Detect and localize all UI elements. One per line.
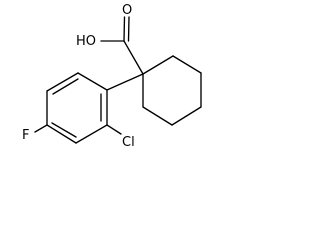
substituents: Cl F <box>22 124 135 150</box>
bond-benzene-2 <box>46 72 79 92</box>
bond-aryl-fluorine <box>34 124 48 133</box>
bond-cyclohexane-5 <box>142 106 173 126</box>
bond-carbonyl-double-a <box>123 16 126 42</box>
atom-label-chlorine: Cl <box>122 135 135 150</box>
bond-cyclohexane-2 <box>172 55 202 74</box>
atom-label-hydroxyl: HO <box>76 34 96 49</box>
chemical-structure-diagram: O HO Cl F <box>22 3 202 150</box>
carboxylic-acid-group: O HO <box>76 3 144 75</box>
cyclohexane-ring <box>142 55 202 126</box>
bond-benzene-5 <box>75 124 108 144</box>
bond-benzene-double-2 <box>51 122 77 138</box>
bond-c1-aryl <box>106 73 144 91</box>
bond-cyclohexane-1 <box>142 55 174 75</box>
bond-benzene-double-1 <box>52 78 79 95</box>
bond-aryl-chlorine <box>106 124 122 135</box>
bond-benzene-4 <box>46 124 77 144</box>
atom-label-fluorine: F <box>22 128 29 143</box>
benzene-ring <box>46 72 108 144</box>
bond-c1-carboxyl-carbon <box>123 40 144 75</box>
bond-carbonyl-double-b <box>127 16 130 42</box>
atom-label-oxygen: O <box>122 3 132 18</box>
bond-benzene-1 <box>77 72 108 91</box>
bond-cyclohexane-4 <box>171 106 202 126</box>
